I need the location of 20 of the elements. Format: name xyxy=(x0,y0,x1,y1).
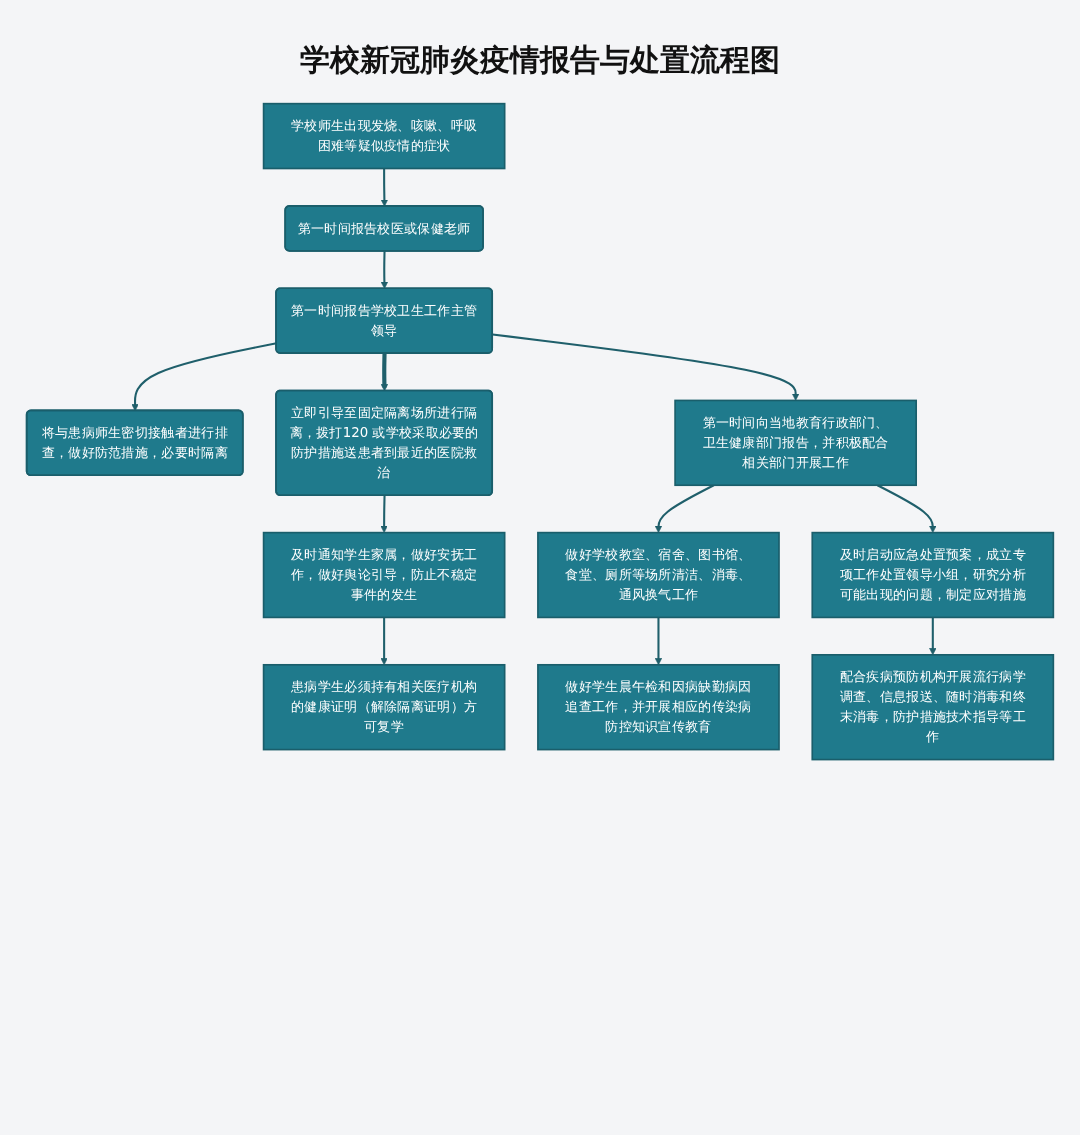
arrow xyxy=(380,617,388,666)
arrow xyxy=(380,251,389,289)
node-box: 学校师生出现发烧、咳嗽、呼吸困难等疑似疫情的症状 xyxy=(262,102,506,170)
arrow xyxy=(131,342,277,412)
node-box: 做好学校教室、宿舍、图书馆、食堂、厕所等场所清洁、消毒、通风换气工作 xyxy=(537,531,780,619)
diagram-title: 学校新冠肺炎疫情报告与处置流程图 xyxy=(299,41,781,79)
arrow xyxy=(380,168,389,207)
arrow xyxy=(492,333,800,401)
node-box: 第一时间向当地教育行政部门、卫生健康部门报告，并积极配合相关部门开展工作 xyxy=(674,399,917,487)
node-box: 患病学生必须持有相关医疗机构的健康证明（解除隔离证明）方可复学 xyxy=(262,663,506,751)
arrow xyxy=(654,617,663,666)
arrow xyxy=(929,617,937,656)
arrow xyxy=(380,495,388,533)
node-box: 做好学生晨午检和因病缺勤病因追查工作，并开展相应的传染病防控知识宣传教育 xyxy=(537,663,780,751)
node-box: 及时通知学生家属，做好安抚工作，做好舆论引导，防止不稳定事件的发生 xyxy=(262,531,506,619)
node-box: 配合疾病预防机构开展流行病学调查、信息报送、随时消毒和终末消毒，防护措施技术指导等工作 xyxy=(811,654,1055,761)
arrow xyxy=(876,484,937,533)
arrow xyxy=(380,353,389,392)
node-box: 及时启动应急处置预案，成立专项工作处置领导小组，研究分析可能出现的问题，制定应对措施 xyxy=(811,531,1055,619)
arrow xyxy=(654,484,715,533)
